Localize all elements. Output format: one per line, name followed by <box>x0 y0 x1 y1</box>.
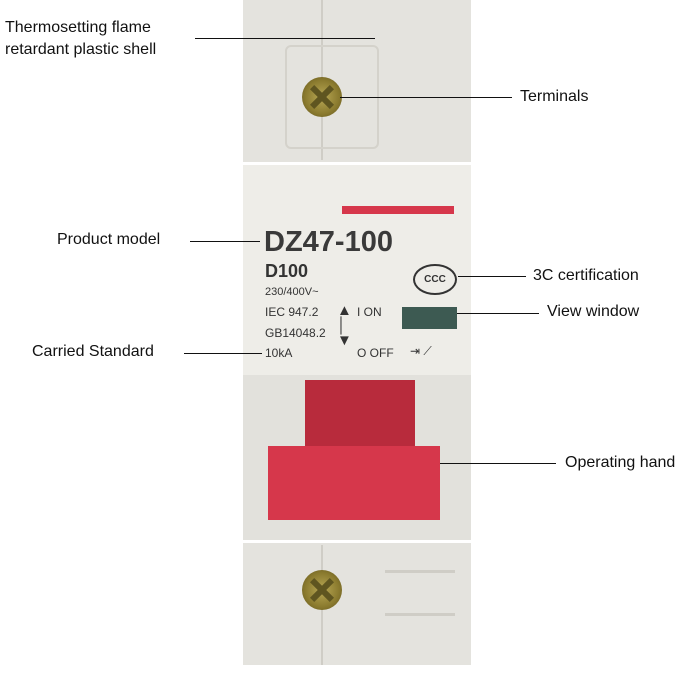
red-stripe <box>342 206 454 214</box>
vent-slots <box>385 570 455 616</box>
top-shell <box>243 0 471 162</box>
handle-lower[interactable] <box>268 446 440 520</box>
label-view-window: View window <box>547 303 640 320</box>
voltage-text: 230/400V~ <box>265 286 319 298</box>
ccc-mark-icon: CCC <box>413 264 457 295</box>
label-shell-line2: retardant plastic shell <box>5 41 157 58</box>
standard-2-text: GB14048.2 <box>265 326 326 340</box>
rating-text: D100 <box>265 261 309 281</box>
on-label: I ON <box>357 305 382 319</box>
leader-operating-hand <box>440 463 556 464</box>
ccc-text: CCC <box>424 274 446 285</box>
leader-shell <box>195 38 375 39</box>
label-certification: 3C certification <box>533 267 639 284</box>
breaking-capacity-text: 10kA <box>265 346 293 360</box>
leader-view-window <box>457 313 539 314</box>
bottom-shell <box>243 543 471 665</box>
label-operating-hand: Operating hand <box>565 454 676 471</box>
standard-1-text: IEC 947.2 <box>265 305 319 319</box>
on-off-arrow-icon: ▲│▼ <box>337 302 352 349</box>
label-shell-line1: Thermosetting flame <box>5 19 151 36</box>
terminal-screw-icon <box>302 77 342 117</box>
view-window <box>402 307 457 329</box>
switch-symbol-icon: ⇥ ⟋ <box>410 344 432 358</box>
label-terminals: Terminals <box>520 88 589 105</box>
leader-terminals <box>340 97 512 98</box>
terminal-screw-bottom-icon <box>302 570 342 610</box>
label-carried-standard: Carried Standard <box>32 343 154 360</box>
leader-carried-standard <box>184 353 262 354</box>
leader-certification <box>458 276 526 277</box>
leader-product-model <box>190 241 260 242</box>
handle-upper[interactable] <box>305 380 415 448</box>
label-product-model: Product model <box>57 231 161 248</box>
model-text: DZ47-100 <box>264 226 393 258</box>
off-label: O OFF <box>357 346 394 360</box>
